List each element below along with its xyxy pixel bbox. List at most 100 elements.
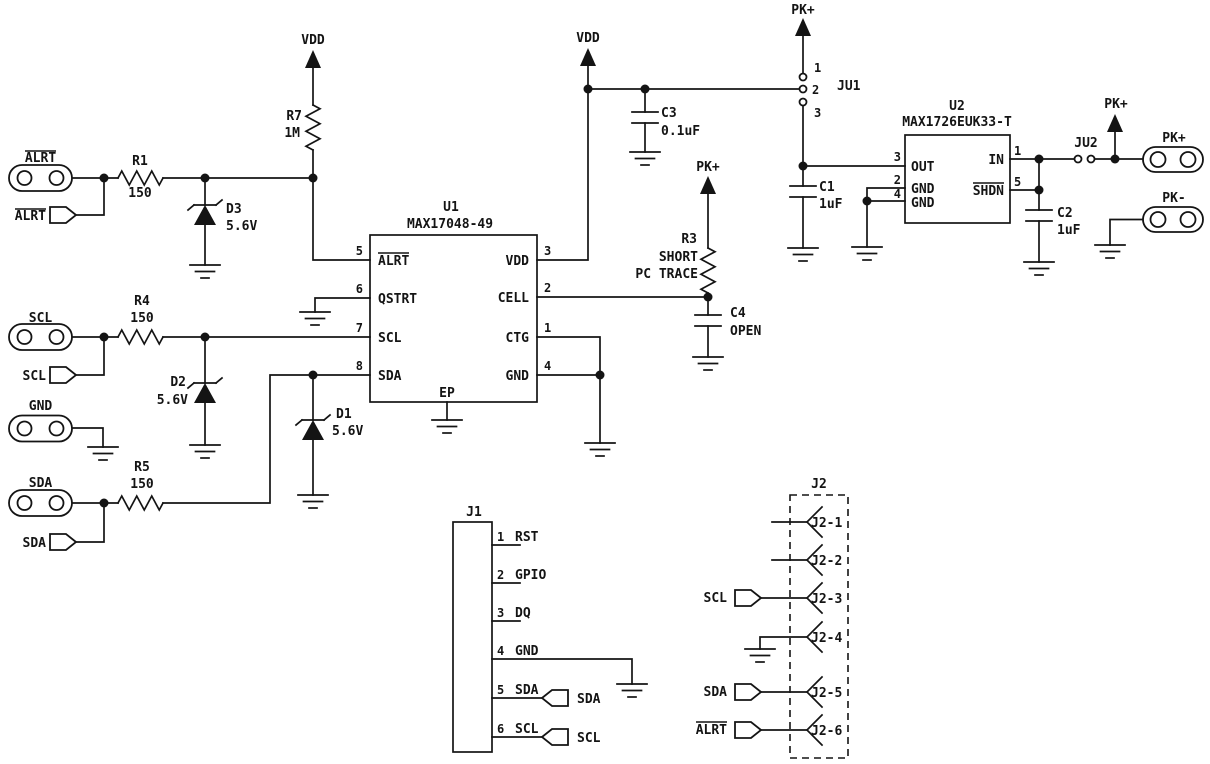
resistor-r1: R1 150 [117,154,164,201]
ju1-pin3-circle [798,97,808,107]
u1-pin2-number: 2 [544,281,551,295]
u2-pin5-number: 5 [1014,175,1021,189]
ju1-pin1-circle [798,72,808,82]
ground-icon [189,264,221,279]
u2-pin3-number: 3 [894,150,901,164]
wire [491,658,633,685]
r7-ref: R7 [286,109,302,124]
j2-pin1-label: J2-1 [811,516,842,531]
pk-plus-arrow-icon [1107,114,1123,132]
j2-pin6-label: J2-6 [811,724,842,739]
r1-value: 150 [128,186,152,201]
ju1-pin2-number: 2 [812,83,819,97]
r5-value: 150 [130,477,154,492]
pk-plus-label: PK+ [791,3,815,18]
resistor-r3: R3 SHORT PC TRACE [635,232,716,294]
scl-net-tag-icon [49,366,77,384]
d2-ref: D2 [170,375,186,390]
ground-icon [629,151,661,166]
j1-pin6-number: 6 [497,722,504,736]
ground-icon [1094,244,1126,259]
wire [75,177,105,216]
j1-pin4-number: 4 [497,644,504,658]
wire [759,636,808,650]
cap-c3: C3 0.1uF [631,106,700,139]
jumper-ju2: JU2 [1073,136,1098,164]
j2-sda-tag-label: SDA [704,685,728,700]
resistor-icon [700,247,716,294]
c4-value: OPEN [730,324,761,339]
ground-icon [299,311,331,326]
u1-pin8-name: SDA [378,369,402,384]
cap-c4: C4 OPEN [694,306,761,339]
pk-plus-arrow-icon [795,18,811,36]
cap-c1: C1 1uF [789,180,843,212]
wire [75,502,105,543]
pk-plus-label: PK+ [696,160,720,175]
r3-note-short: SHORT [659,250,698,265]
pad-gnd: GND [8,399,73,443]
j1-scl-tag-label: SCL [577,731,601,746]
gnd-pad-icon [8,414,73,443]
resistor-r7: R7 1M [284,104,321,151]
j2-ref: J2 [811,477,827,492]
c2-ref: C2 [1057,206,1073,221]
wire [1109,218,1144,246]
alrt-pad-label: ALRT [25,151,56,166]
u1-ref: U1 [443,200,459,215]
c1-ref: C1 [819,180,835,195]
j1-pin3-name: DQ [515,606,531,621]
ground-icon [851,246,883,261]
wire [162,177,371,261]
c3-value: 0.1uF [661,124,700,139]
j2-pin4-label: J2-4 [811,631,842,646]
resistor-r4: R4 150 [117,294,164,345]
capacitor-icon [789,185,817,198]
u1-pin1-name: CTG [506,331,530,346]
vdd-arrow-icon [305,50,321,68]
u2-pin2-number: 2 [894,173,901,187]
pad-sda: SDA SDA [8,476,77,551]
j1-pin6-name: SCL [515,722,539,737]
j2-pin3-label: J2-3 [811,592,842,607]
pad-pk-minus: PK- [1142,191,1204,233]
d3-ref: D3 [226,202,242,217]
j1-pin1-number: 1 [497,530,504,544]
c4-ref: C4 [730,306,746,321]
j2-pin5-label: J2-5 [811,686,842,701]
u1-pin5-name: ALRT [378,254,409,269]
ground-icon [616,683,648,698]
diode-d3: D3 5.6V [187,199,257,234]
sda-net-tag-icon [541,689,569,707]
u1-pin2-name: CELL [498,291,529,306]
resistor-icon [117,170,164,186]
chip-u2: U2 MAX1726EUK33-T 3 OUT 2 GND 4 GND 1 IN… [894,99,1021,224]
d1-value: 5.6V [332,424,363,439]
sda-net-tag-icon [734,683,762,701]
u1-pin6-number: 6 [356,282,363,296]
ju1-ref: JU1 [837,79,861,94]
u1-pin3-name: VDD [506,254,530,269]
sda-pad-icon [8,489,73,517]
u2-pin5-name: SHDN [973,184,1004,199]
ground-icon [87,446,119,461]
ju2-pin2-circle [1086,154,1096,164]
u2-pin1-number: 1 [1014,144,1021,158]
resistor-icon [117,495,164,511]
ground-icon [787,247,819,262]
connector-j2: J2 J2-1 J2-2 J2-3 J2-4 J2-5 J2-6 SCL SDA… [696,477,849,759]
pk-minus-pad-icon [1142,206,1204,233]
pk-plus-label: PK+ [1104,97,1128,112]
u2-ref: U2 [949,99,965,114]
wire [536,336,601,376]
u2-pin1-name: IN [988,153,1004,168]
pk-plus-pad-icon [1142,146,1204,173]
ground-icon [431,419,463,434]
scl-pad-icon [8,323,73,351]
wires [71,35,1144,738]
u1-pin3-number: 3 [544,244,551,258]
pad-alrt: ALRT ALRT [8,150,77,224]
diode-d2: D2 5.6V [157,375,223,408]
cap-c2: C2 1uF [1025,206,1081,238]
